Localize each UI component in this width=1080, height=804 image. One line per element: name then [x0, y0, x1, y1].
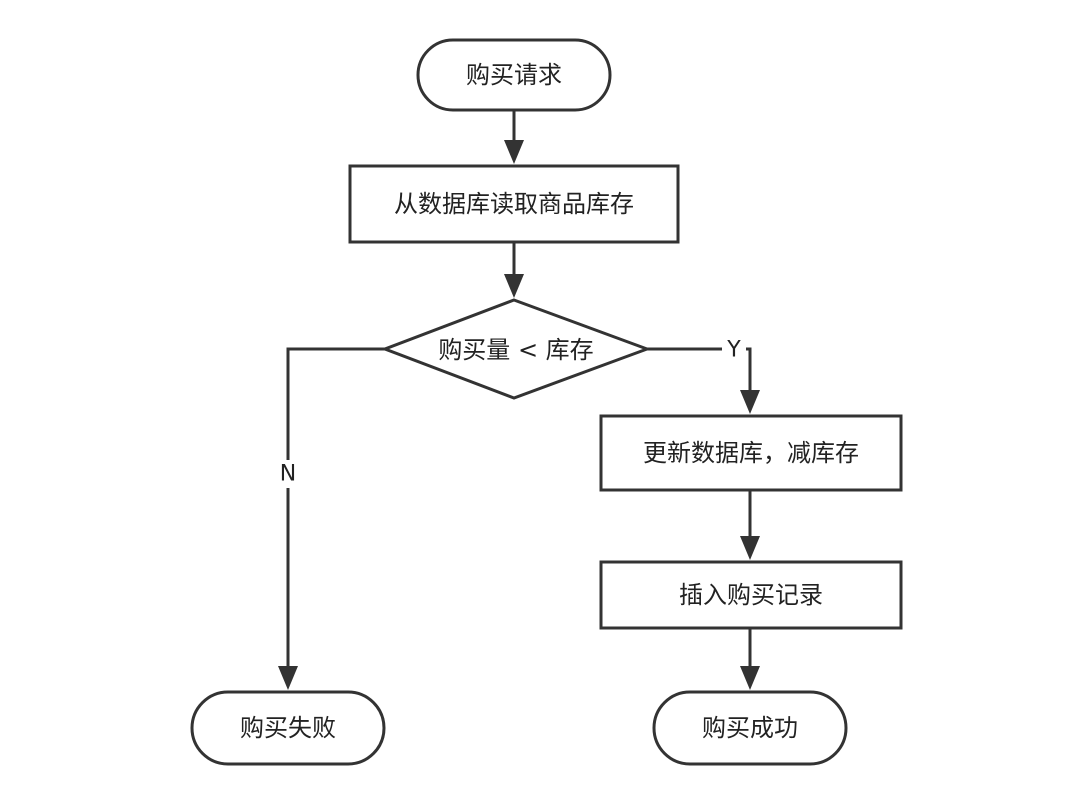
- node-label-read-stock: 从数据库读取商品库存: [394, 190, 634, 218]
- node-label-check: 购买量 < 库存: [438, 336, 593, 364]
- arrowhead: [740, 666, 760, 690]
- node-start: 购买请求: [416, 38, 612, 112]
- node-check-decision: 购买量 < 库存: [380, 298, 652, 400]
- edges: Y N: [276, 110, 760, 690]
- node-label-update-db: 更新数据库，减库存: [643, 439, 859, 467]
- edge-label-no: N: [280, 462, 296, 487]
- arrowhead: [740, 536, 760, 560]
- nodes: 购买请求 从数据库读取商品库存 购买量 < 库存 更新数据库，减库存 插入购买记…: [190, 38, 903, 766]
- edge-check-yes: Y: [647, 337, 760, 414]
- node-label-insert-record: 插入购买记录: [679, 581, 823, 609]
- edge-update-to-insert: [740, 490, 760, 560]
- node-update-db: 更新数据库，减库存: [599, 414, 903, 492]
- node-label-fail: 购买失败: [240, 714, 336, 742]
- node-read-stock: 从数据库读取商品库存: [348, 164, 680, 244]
- node-insert-record: 插入购买记录: [599, 560, 903, 630]
- edge-read-to-check: [504, 242, 524, 298]
- node-fail: 购买失败: [190, 690, 386, 766]
- arrowhead: [504, 274, 524, 298]
- arrowhead: [504, 140, 524, 164]
- edge-start-to-read: [504, 110, 524, 164]
- node-label-success: 购买成功: [702, 714, 798, 742]
- arrowhead: [740, 390, 760, 414]
- edge-check-no: N: [276, 347, 385, 690]
- edge-insert-to-success: [740, 628, 760, 690]
- edge-label-yes: Y: [726, 338, 741, 363]
- node-label-start: 购买请求: [466, 61, 562, 89]
- node-success: 购买成功: [652, 690, 848, 766]
- arrowhead: [278, 666, 298, 690]
